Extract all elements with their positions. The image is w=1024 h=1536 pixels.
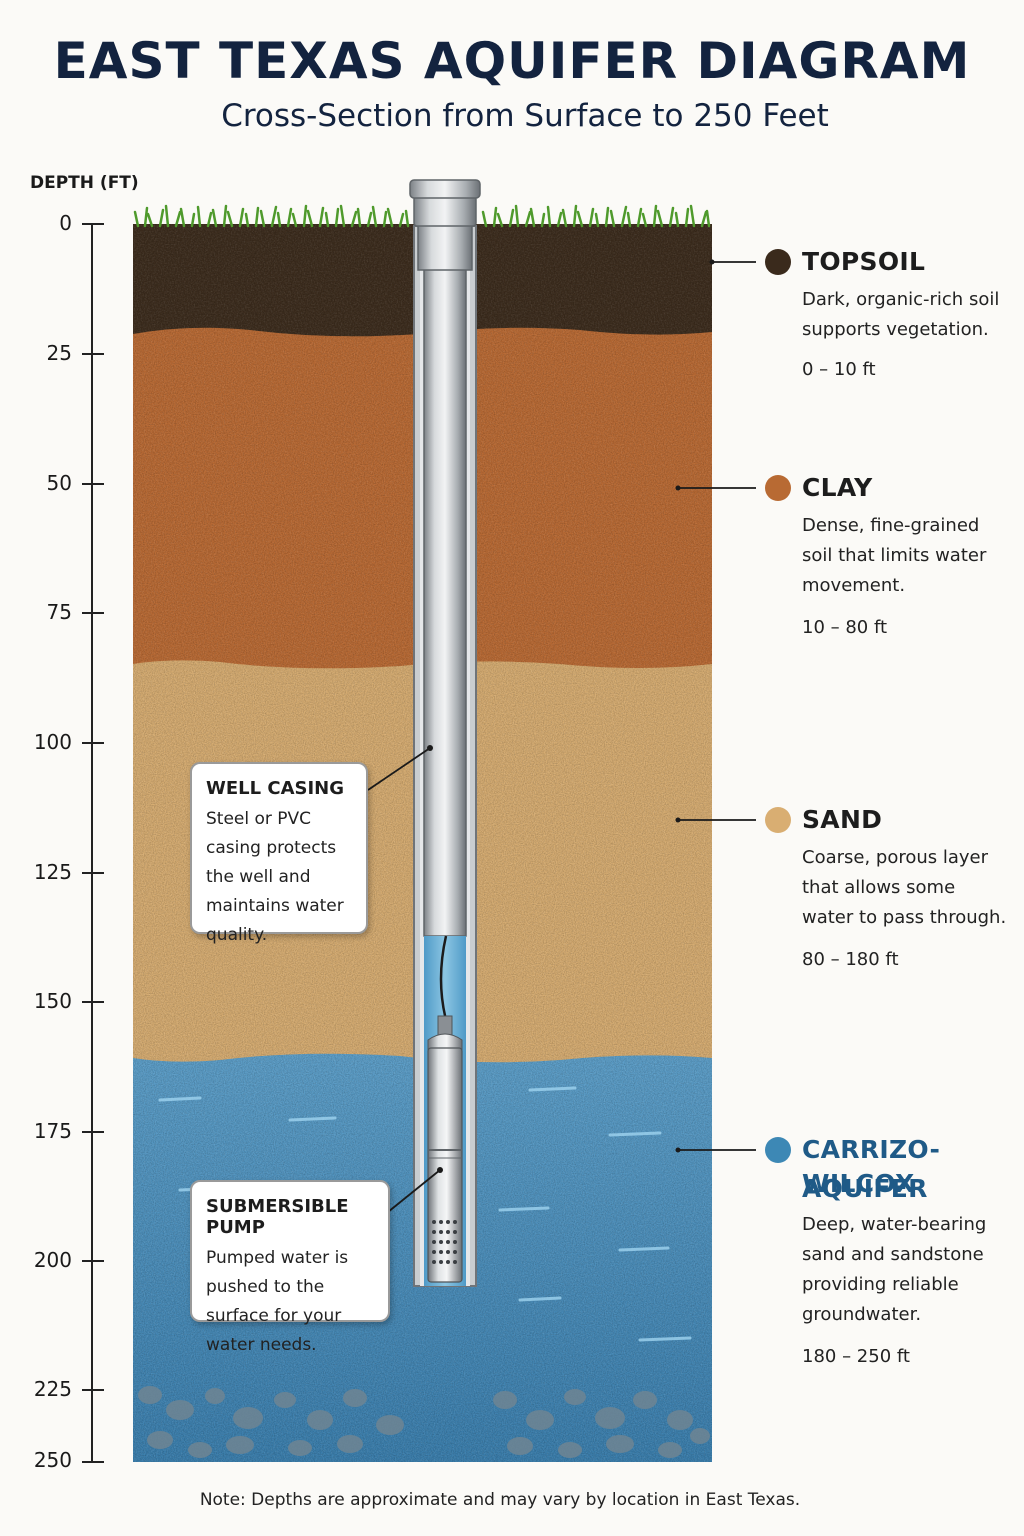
- sand-range: 80 – 180 ft: [802, 949, 899, 970]
- pump-callout: SUBMERSIBLE PUMP Pumped water is pushed …: [190, 1180, 390, 1355]
- depth-tick-label: 175: [33, 1119, 72, 1143]
- aquifer-title-line1: CARRIZO-WILCOX: [802, 1135, 941, 1198]
- pump-callout-description: Pumped water is pushed to the surface fo…: [206, 1248, 349, 1355]
- callout-leader-lines: [367, 747, 441, 1213]
- aquifer-title-line2: AQUIFER: [802, 1174, 928, 1203]
- clay-range: 10 – 80 ft: [802, 617, 888, 638]
- page-title: EAST TEXAS AQUIFER DIAGRAM: [53, 32, 971, 90]
- depth-tick-label: 25: [46, 341, 72, 365]
- sand-title: SAND: [802, 805, 883, 834]
- topsoil-description: Dark, organic-rich soil supports vegetat…: [802, 289, 1000, 340]
- topsoil-swatch: [765, 249, 791, 275]
- clay-description: Dense, fine-grained soil that limits wat…: [802, 515, 987, 596]
- layer-leader-lines: [678, 261, 756, 1151]
- depth-axis-label: DEPTH (FT): [30, 173, 139, 193]
- depth-tick-label: 250: [33, 1448, 72, 1472]
- clay-swatch: [765, 475, 791, 501]
- depth-tick-label: 225: [33, 1377, 72, 1401]
- aquifer-description: Deep, water-bearing sand and sandstone p…: [802, 1214, 987, 1325]
- gravel-bed: [138, 1386, 710, 1458]
- topsoil-range: 0 – 10 ft: [802, 359, 876, 380]
- sand-description: Coarse, porous layer that allows some wa…: [802, 847, 1007, 928]
- grass: [133, 204, 711, 228]
- well-casing-callout-description: Steel or PVC casing protects the well an…: [206, 809, 344, 945]
- aquifer-swatch: [765, 1137, 791, 1163]
- layer-leader-dots: [675, 259, 715, 1153]
- well-casing-callout: WELL CASING Steel or PVC casing protects…: [190, 762, 368, 945]
- footnote: Note: Depths are approximate and may var…: [199, 1490, 801, 1510]
- depth-tick-label: 100: [33, 730, 72, 754]
- topsoil-title: TOPSOIL: [802, 247, 926, 276]
- sand-swatch: [765, 807, 791, 833]
- clay-title: CLAY: [802, 473, 873, 502]
- page-subtitle: Cross-Section from Surface to 250 Feet: [221, 98, 829, 134]
- depth-tick-label: 50: [46, 471, 72, 495]
- submersible-pump: [427, 935, 463, 1283]
- depth-tick-label: 0: [59, 211, 72, 235]
- well-casing-callout-title: WELL CASING: [206, 778, 344, 799]
- depth-tick-label: 75: [46, 600, 72, 624]
- pump-callout-title: SUBMERSIBLE PUMP: [206, 1196, 349, 1238]
- depth-axis: [82, 223, 104, 1463]
- depth-tick-label: 200: [33, 1248, 72, 1272]
- depth-tick-label: 125: [33, 860, 72, 884]
- depth-tick-label: 150: [33, 989, 72, 1013]
- aquifer-range: 180 – 250 ft: [802, 1346, 910, 1367]
